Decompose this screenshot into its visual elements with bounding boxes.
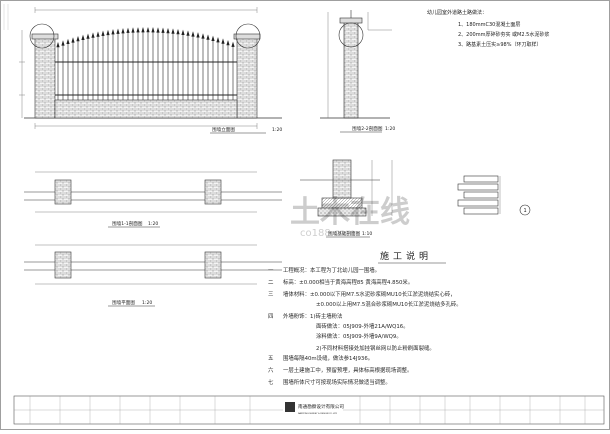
fence-spike [116,28,120,34]
fence-spike [96,31,100,37]
plan-1-1: 围墙1-1剖面图 1:20 [24,171,282,228]
fence-spike [86,33,90,39]
watermark-sub: co188.com [300,228,355,239]
watermark-main: 土木在线 [290,195,410,230]
note-number: 五 [268,355,274,362]
fence-spike [151,27,155,33]
fence-spike [106,29,110,36]
fence-spike [66,38,70,45]
fence-spike [181,29,185,35]
foundation-label: 围墙基础剖面图 [328,230,361,237]
fence-spike [201,33,205,39]
plan1-scale: 1:20 [148,221,158,227]
section-label: 围墙2-2剖面图 [352,125,383,132]
construction-notes: 施工说明 一 工程概况：本工程为丁北幼儿园一围墙。二 标高：±0.000相当于黄海高… [268,250,462,386]
plan1-label: 围墙1-1剖面图 [112,220,143,227]
fence-spike [176,28,180,35]
note-text: 一层土建施工中，预留预埋，具体标高根据现场调整。 [283,366,412,374]
note-number: 三 [268,291,274,298]
fence-elevation: 围墙立面图 1:20 [19,7,282,134]
foundation-section: 围墙基础剖面图 1:10 [300,159,393,238]
note-number: 一 [268,268,274,274]
note-text: 标高：±0.000相当于黄海高程85 黄海高程4.850米。 [283,278,413,286]
fence-spike [111,29,115,35]
note-text: 涂料做法：05J909-外墙9A/WQ9。 [316,332,402,340]
pillar-left [34,37,56,119]
fence-spike [76,35,80,42]
fence-spike [171,28,175,34]
fence-spike [196,32,200,38]
note-text: 外墙粉饰：1)砖主墙粉法 [283,312,343,320]
top-note-2: 2、200mm厚碎砂夯实 或M2.5水泥砂浆 [458,31,549,38]
watermark: 土木在线 co188.com [290,195,410,239]
fence-spike [71,37,75,43]
fence-spike [81,34,85,40]
plan-view: 围墙平面图 1:20 [24,244,282,307]
note-text: 工程概况：本工程为丁北幼儿园一围墙。 [283,266,380,274]
fence-spike [91,32,95,38]
fence-spike [211,35,215,41]
top-note-3: 3、路基素土压实≥98%（环刀取样） [458,41,542,48]
note-number: 四 [268,313,273,320]
elevation-scale: 1:20 [272,127,282,133]
company-logo [285,402,295,412]
pillar-right [236,37,258,119]
foundation-scale: 1:10 [362,231,372,237]
note-number: 二 [268,280,274,286]
top-notes-title: 幼儿园室外道路土路做法： [427,9,487,16]
fence-spike [166,27,170,34]
section-2-2: 围墙2-2剖面图 1:20 [320,10,395,133]
detail-circle-left [29,23,55,49]
fence-spike [126,27,130,33]
plan2-label: 围墙平面图 [112,299,135,306]
note-text: ±0.000以上用M7.5混合砂浆砌MU10长江淤泥烧结多孔砖。 [316,300,462,308]
detail-circle-right [235,23,261,49]
construction-heading: 施工说明 [380,250,432,262]
top-note-1: 1、180mmC30混凝土面层 [458,21,520,28]
low-wall [54,99,238,119]
top-notes: 幼儿园室外道路土路做法： 1、180mmC30混凝土面层 2、200mm厚碎砂夯… [427,9,549,48]
note-number: 六 [268,366,274,374]
fence-spike [216,36,220,43]
note-text: 围墙每隔40m设缝，做法参14J936。 [283,354,373,362]
fence-spike [101,30,105,36]
fence-spike [146,26,150,33]
fence-spike [131,27,135,33]
detail-mark: 1 [524,208,527,214]
fence-spike [191,31,195,37]
fence-spike [121,27,125,34]
note-text: 墙体材料：±0.000以下用M7.5水泥砂浆砌MU10长江淤泥烧结实心砖， [283,290,456,298]
fence-spike [221,38,225,44]
fence-spike [161,27,165,33]
note-text: 2)不同材料搭接处加挂钢丝网以防止粉刷面裂缝。 [316,344,435,352]
fence-spike [231,41,235,47]
fence-spike [141,26,145,33]
note-number: 七 [268,378,274,386]
fence-spike [61,40,65,46]
title-block: 南通勘察设计有限公司 NANTONG SURVEY & DESIGN CO.,L… [13,395,605,425]
company-name-en: NANTONG SURVEY & DESIGN CO.,LTD [298,412,338,415]
top-left-marks [3,4,9,30]
elevation-label: 围墙立面图 [212,126,235,133]
stack-detail: 1 [457,175,531,216]
fence-spike [206,34,210,40]
note-text: 围墙所体尺寸可按现场实际情况做适当调整。 [283,378,391,386]
fence-spike [186,30,190,36]
fence-spike [136,27,140,33]
company-name: 南通勘察设计有限公司 [298,403,344,410]
plan2-scale: 1:20 [142,300,152,306]
fence-spike [56,41,60,48]
fence-spike [156,27,160,33]
fence-spike [226,39,230,46]
section-scale: 1:20 [385,126,395,132]
note-text: 面砖做法：05J909-外墙21A/WQ16。 [316,322,409,330]
